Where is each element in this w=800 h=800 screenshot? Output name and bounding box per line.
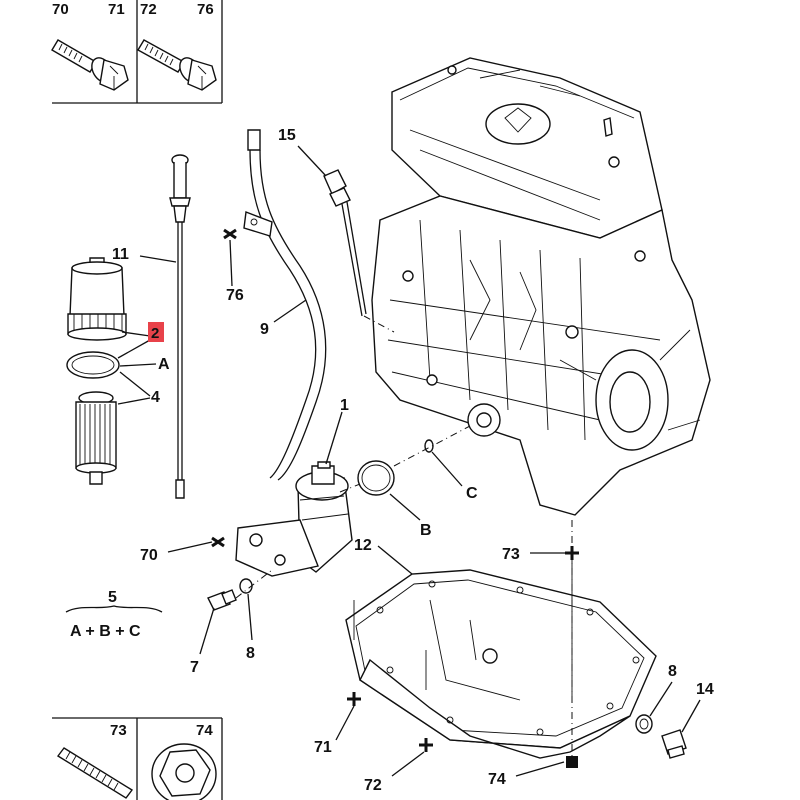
callout-72: 72 (364, 777, 382, 794)
leader-lines (65, 145, 701, 777)
marker-plus-71 (347, 692, 361, 706)
inset-label-74: 74 (196, 722, 213, 739)
inset-label-71: 71 (108, 1, 125, 18)
callout-1: 1 (340, 397, 349, 414)
inset-label-72: 72 (140, 1, 157, 18)
kit-number: 5 (108, 589, 117, 606)
callout-c: C (466, 485, 478, 502)
callout-71: 71 (314, 739, 332, 756)
oil-level-sensor (323, 169, 395, 333)
highlight-box (148, 322, 164, 342)
kit-formula: A + B + C (70, 623, 141, 640)
flange-bolt-icon (51, 39, 129, 91)
callout-74: 74 (488, 771, 506, 788)
callout-8-left: 8 (246, 645, 255, 662)
marker-plus-73 (565, 546, 579, 560)
marker-cross-76 (223, 228, 237, 240)
marker-plus-72 (419, 738, 433, 752)
callout-b: B (420, 522, 432, 539)
callout-9: 9 (260, 321, 269, 338)
o-ring-a (66, 351, 120, 379)
top-bolt-inset: 70 71 72 76 (51, 0, 223, 104)
marker-square-74 (566, 756, 578, 768)
callout-8-right: 8 (668, 663, 677, 680)
callout-12: 12 (354, 537, 372, 554)
callout-15: 15 (278, 127, 296, 144)
filter-cap (67, 257, 127, 341)
dipstick (169, 154, 191, 499)
callout-76: 76 (226, 287, 244, 304)
flange-nut-icon (151, 743, 217, 800)
seal-washer (239, 578, 253, 594)
callout-73: 73 (502, 546, 520, 563)
inset-label-76: 76 (197, 1, 214, 18)
o-ring-c (424, 439, 434, 453)
drain-plug (661, 729, 687, 759)
callout-7: 7 (190, 659, 199, 676)
oil-filter-housing (235, 461, 353, 577)
dipstick-tube (243, 129, 327, 481)
callout-11: 11 (112, 246, 129, 263)
callout-2: 2 (151, 325, 159, 342)
flange-bolt-icon (137, 39, 217, 91)
bottom-fastener-inset: 73 74 (52, 717, 223, 800)
callout-4: 4 (151, 389, 160, 406)
stud-icon (56, 747, 134, 799)
oil-sump (345, 560, 657, 759)
gasket-b (357, 460, 395, 496)
callout-14: 14 (696, 681, 714, 698)
callout-70: 70 (140, 547, 158, 564)
callout-a: A (158, 356, 170, 373)
marker-cross-70 (211, 536, 225, 548)
filter-element (75, 391, 117, 485)
drain-washer (635, 714, 653, 734)
engine-block (371, 57, 711, 516)
inset-label-73: 73 (110, 722, 127, 739)
oil-pressure-switch (207, 589, 237, 611)
inset-label-70: 70 (52, 1, 69, 18)
